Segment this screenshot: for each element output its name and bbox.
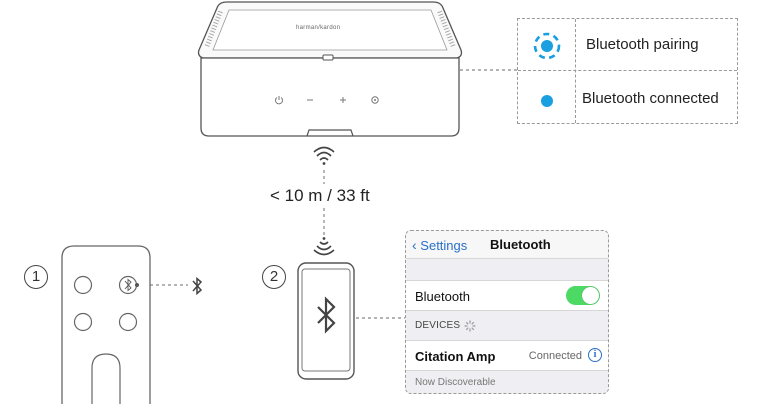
bluetooth-icon: [192, 276, 203, 296]
distance-label: < 10 m / 33 ft: [270, 186, 370, 205]
bluetooth-toggle[interactable]: [566, 286, 600, 305]
power-icon: [275, 96, 283, 105]
device-name: Citation Amp: [415, 349, 496, 364]
plus-icon: [340, 97, 346, 103]
led-legend: Bluetooth pairing Bluetooth connected: [517, 18, 738, 124]
info-icon[interactable]: i: [588, 348, 602, 362]
legend-connected-label: Bluetooth connected: [582, 90, 719, 107]
legend-pairing-label: Bluetooth pairing: [586, 36, 699, 53]
smartphone-illustration: [297, 262, 355, 380]
minus-icon: [307, 99, 313, 101]
screen-title: Bluetooth: [490, 237, 551, 252]
devices-label: DEVICES: [415, 320, 461, 331]
discoverable-label: Now Discoverable: [415, 377, 496, 388]
legend-row-connected: Bluetooth connected: [518, 71, 737, 123]
speaker-illustration: [197, 1, 463, 137]
bluetooth-row-label: Bluetooth: [415, 289, 470, 304]
speaker-brand-label: harman/kardon: [296, 25, 341, 31]
section-spacer: [406, 259, 608, 281]
led-pairing-icon: [533, 32, 561, 60]
chevron-left-icon: ‹: [412, 237, 417, 253]
devices-section-header: DEVICES: [406, 311, 608, 341]
bluetooth-settings-screen: ‹ Settings Bluetooth Bluetooth DEVICES C…: [405, 230, 609, 394]
wifi-signal-icon: [313, 146, 335, 165]
spinner-icon: [464, 320, 476, 332]
discoverable-footer: Now Discoverable: [406, 371, 608, 393]
back-button[interactable]: ‹ Settings: [412, 237, 467, 253]
toggle-knob: [582, 287, 599, 304]
bluetooth-toggle-row: Bluetooth: [406, 281, 608, 311]
device-status: Connected: [528, 350, 582, 362]
back-label: Settings: [420, 238, 468, 253]
step-number-1: 1: [24, 265, 48, 289]
legend-row-pairing: Bluetooth pairing: [518, 19, 737, 71]
legend-divider: [575, 19, 576, 123]
step-number-2: 2: [262, 265, 286, 289]
settings-nav-bar: ‹ Settings Bluetooth: [406, 231, 608, 259]
device-row-citation-amp[interactable]: Citation Amp Connected i: [406, 341, 608, 371]
source-icon: [371, 96, 379, 104]
wifi-signal-icon: [313, 237, 335, 256]
remote-control-illustration: [61, 245, 151, 404]
led-connected-icon: [541, 95, 553, 107]
